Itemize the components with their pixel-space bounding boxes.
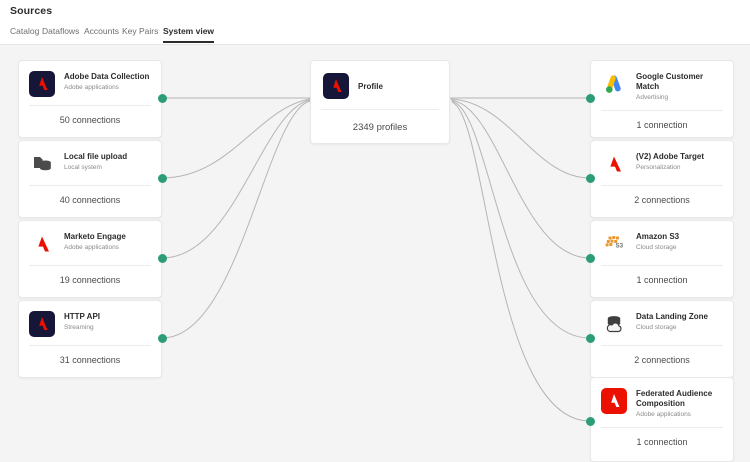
page-header: Sources [0,0,750,22]
card-connection-count: 2 connections [634,195,690,205]
card-title: Amazon S3 [636,232,680,241]
destination-port-adobe-target[interactable] [586,174,595,183]
card-divider [29,265,151,266]
source-card-marketo-engage[interactable]: Marketo Engage Adobe applications 19 con… [18,220,162,298]
svg-text:S3: S3 [616,242,624,249]
card-connection-count: 1 connection [636,275,688,285]
destination-port-amazon-s3[interactable] [586,254,595,263]
card-text: Federated Audience Composition Adobe app… [636,388,723,419]
card-text: Data Landing Zone Cloud storage [636,311,708,332]
card-divider [29,105,151,106]
card-header: Adobe Data Collection Adobe applications [19,61,161,105]
card-text: Profile [358,81,383,92]
card-connection-count: 40 connections [59,195,121,205]
amazon-s3-icon: S3 [601,231,627,257]
destination-port-google-customer-match[interactable] [586,94,595,103]
card-connection-count: 19 connections [59,275,121,285]
card-subtitle: Local system [64,164,102,171]
card-title: Data Landing Zone [636,312,708,321]
adobe-red-icon [601,151,627,177]
card-text: Local file upload Local system [64,151,127,172]
profile-card[interactable]: Profile 2349 profiles [310,60,450,144]
connection-edges [161,97,591,422]
destination-card-federated-audience-composition[interactable]: Federated Audience Composition Adobe app… [590,377,734,462]
local-file-upload-icon [29,151,55,177]
source-card-http-api[interactable]: HTTP API Streaming 31 connections [18,300,162,378]
card-connection-count: 50 connections [59,115,121,125]
destination-card-amazon-s3[interactable]: S3 Amazon S3 Cloud storage 1 connection [590,220,734,298]
card-divider [29,185,151,186]
destination-port-federated-audience-composition[interactable] [586,417,595,426]
tab-key-pairs[interactable]: Key Pairs [122,26,159,36]
card-title: Adobe Data Collection [64,72,150,81]
card-title: Google Customer Match [636,72,704,91]
card-title: Marketo Engage [64,232,126,241]
card-divider [601,265,723,266]
card-header: (V2) Adobe Target Personalization [591,141,733,185]
card-divider [321,109,439,110]
card-text: Google Customer Match Advertising [636,71,723,102]
card-divider [601,110,723,111]
card-header: Profile [311,61,449,109]
card-connection-count: 1 connection [636,437,688,447]
tab-dataflows[interactable]: Dataflows [42,26,80,36]
adobe-red-icon [29,231,55,257]
card-subtitle: Personalization [636,164,681,171]
card-subtitle: Adobe applications [636,411,691,418]
destination-card-google-customer-match[interactable]: Google Customer Match Advertising 1 conn… [590,60,734,138]
destination-port-data-landing-zone[interactable] [586,334,595,343]
card-text: Amazon S3 Cloud storage [636,231,679,252]
card-title: (V2) Adobe Target [636,152,705,161]
card-subtitle: Adobe applications [64,84,119,91]
card-subtitle: Cloud storage [636,324,677,331]
card-header: HTTP API Streaming [19,301,161,345]
card-connection-count: 2 connections [634,355,690,365]
graph-canvas[interactable]: Adobe Data Collection Adobe applications… [0,46,750,462]
tab-accounts[interactable]: Accounts [84,26,119,36]
card-connection-count: 31 connections [59,355,121,365]
card-text: Adobe Data Collection Adobe applications [64,71,149,92]
card-header: Data Landing Zone Cloud storage [591,301,733,345]
card-header: S3 Amazon S3 Cloud storage [591,221,733,265]
card-header: Marketo Engage Adobe applications [19,221,161,265]
adobe-red-square-icon [601,388,627,414]
profile-count: 2349 profiles [352,122,408,133]
card-connection-count: 1 connection [636,120,688,130]
card-header: Local file upload Local system [19,141,161,185]
source-port-local-file-upload[interactable] [158,174,167,183]
google-ads-icon [601,71,627,97]
source-card-adobe-data-collection[interactable]: Adobe Data Collection Adobe applications… [18,60,162,138]
card-header: Google Customer Match Advertising [591,61,733,110]
card-title: HTTP API [64,312,101,321]
page-title: Sources [10,5,53,17]
source-port-http-api[interactable] [158,334,167,343]
tab-system-view[interactable]: System view [163,26,215,43]
source-card-local-file-upload[interactable]: Local file upload Local system 40 connec… [18,140,162,218]
card-divider [601,427,723,428]
card-text: Marketo Engage Adobe applications [64,231,126,252]
data-landing-zone-icon [601,311,627,337]
adobe-dark-icon [323,73,349,99]
card-title: Federated Audience Composition [636,389,713,408]
card-text: HTTP API Streaming [64,311,100,332]
card-header: Federated Audience Composition Adobe app… [591,378,733,427]
card-subtitle: Cloud storage [636,244,677,251]
source-port-adobe-data-collection[interactable] [158,94,167,103]
destination-card-data-landing-zone[interactable]: Data Landing Zone Cloud storage 2 connec… [590,300,734,378]
card-subtitle: Advertising [636,94,669,101]
tab-bar: Catalog Dataflows Accounts Key Pairs Sys… [0,22,750,45]
destination-card-adobe-target[interactable]: (V2) Adobe Target Personalization 2 conn… [590,140,734,218]
adobe-dark-icon [29,311,55,337]
adobe-dark-icon [29,71,55,97]
tab-catalog[interactable]: Catalog [10,26,40,36]
card-divider [29,345,151,346]
source-port-marketo-engage[interactable] [158,254,167,263]
card-divider [601,185,723,186]
profile-card-title: Profile [358,81,383,91]
card-title: Local file upload [64,152,128,161]
card-subtitle: Streaming [64,324,94,331]
card-subtitle: Adobe applications [64,244,119,251]
card-text: (V2) Adobe Target Personalization [636,151,704,172]
card-divider [601,345,723,346]
